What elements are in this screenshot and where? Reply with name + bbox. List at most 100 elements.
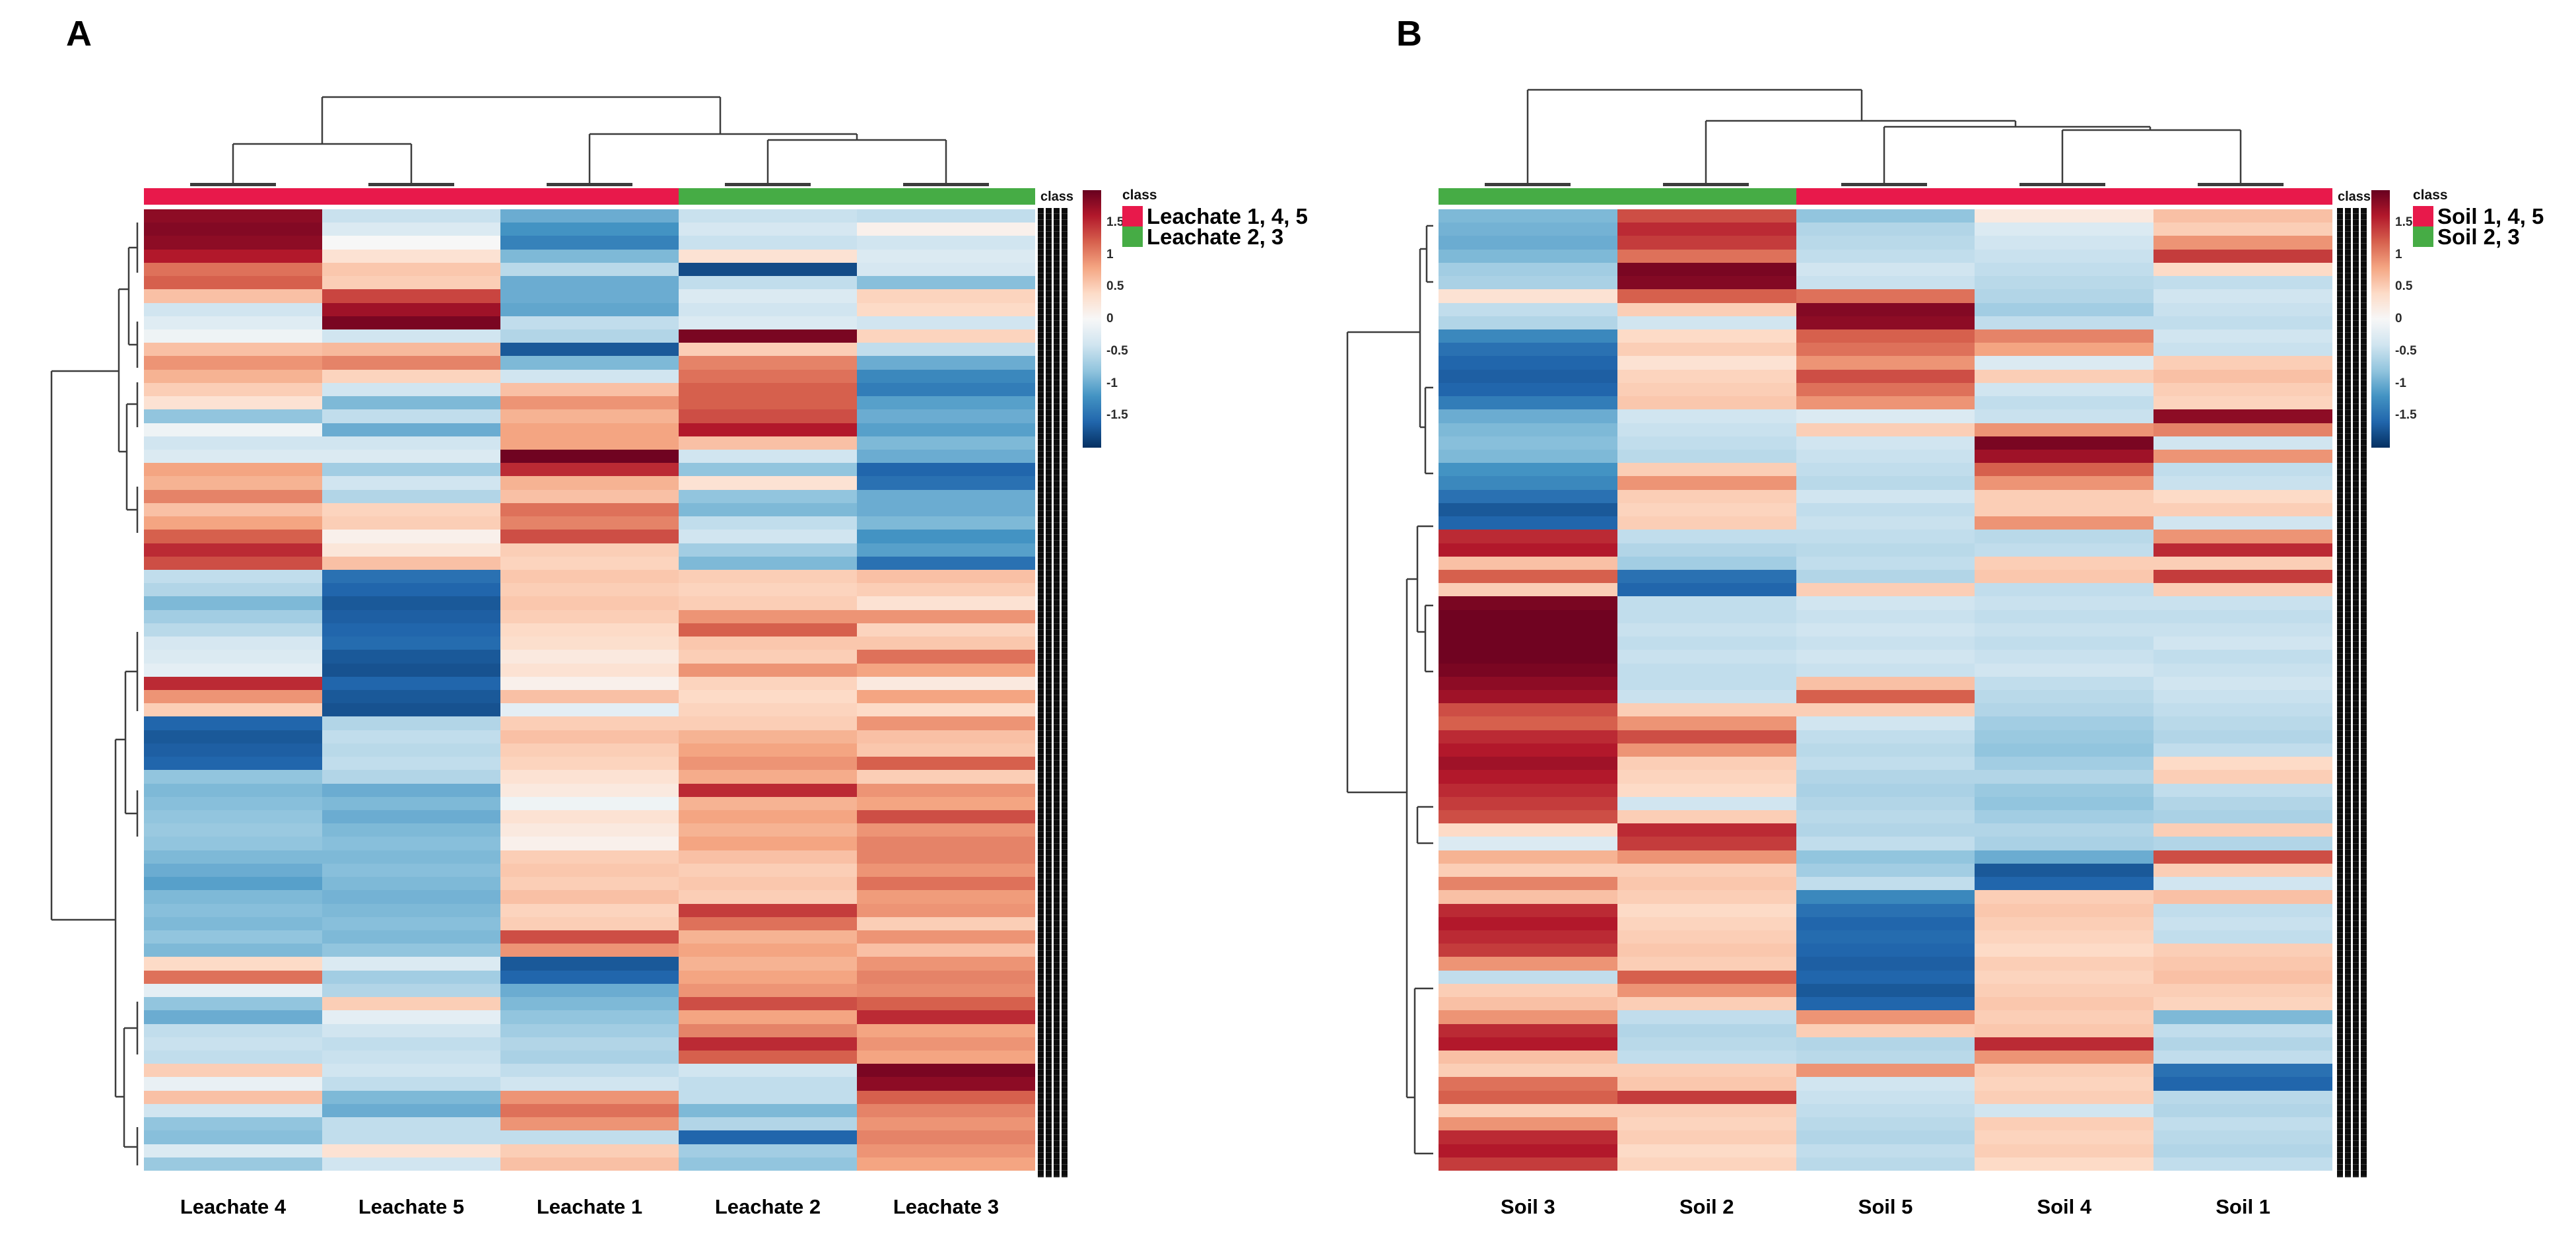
heatmap-cell: [1439, 1037, 1617, 1051]
heatmap-cell: [1439, 596, 1617, 610]
heatmap-cell: [679, 1010, 857, 1024]
class-annotation-bar-b: [1439, 188, 2332, 205]
heatmap-cell: [322, 623, 500, 637]
row-labels-bar: [2337, 208, 2343, 1177]
heatmap-cell: [144, 583, 322, 597]
heatmap-cell: [322, 236, 500, 250]
heatmap-cell: [679, 930, 857, 944]
heatmap-cell: [2153, 689, 2332, 704]
heatmap-cell: [144, 997, 322, 1011]
heatmap-cell: [322, 530, 500, 543]
heatmap-cell: [679, 997, 857, 1011]
heatmap-cell: [1975, 930, 2154, 944]
heatmap-cell: [857, 1037, 1035, 1051]
heatmap-cell: [1439, 382, 1617, 397]
heatmap-cell: [857, 289, 1035, 303]
heatmap-cell: [679, 1117, 857, 1131]
heatmap-cell: [500, 449, 679, 464]
heatmap-cell: [1975, 289, 2154, 303]
heatmap-cell: [1439, 783, 1617, 797]
colorbar-tick-label: 1.5: [1106, 215, 1124, 229]
heatmap-cell: [1975, 810, 2154, 824]
heatmap-cell: [1796, 209, 1975, 223]
heatmap-cell: [1617, 1090, 1796, 1104]
heatmap-cell: [1617, 637, 1796, 650]
class-legend-a: class Leachate 1, 4, 5 Leachate 2, 3: [1122, 188, 1308, 248]
heatmap-cell: [679, 663, 857, 677]
heatmap-cell: [857, 997, 1035, 1011]
heatmap-cell: [857, 316, 1035, 329]
heatmap-cell: [1796, 689, 1975, 704]
heatmap-cell: [2153, 1103, 2332, 1118]
heatmap-cell: [144, 623, 322, 637]
heatmap-cell: [1439, 556, 1617, 570]
colorbar-tick-label: 1: [1106, 247, 1114, 261]
legend-swatch-red: [2413, 206, 2433, 226]
heatmap-cell: [1975, 516, 2154, 530]
heatmap-cell: [1796, 783, 1975, 797]
heatmap-cell: [857, 770, 1035, 784]
heatmap-cell: [2153, 730, 2332, 743]
heatmap-cell: [1617, 1144, 1796, 1157]
heatmap-cell: [144, 423, 322, 436]
heatmap-cell: [857, 543, 1035, 557]
legend-item: Soil 2, 3: [2413, 226, 2544, 248]
heatmap-cell: [2153, 329, 2332, 343]
heatmap-cell: [1796, 916, 1975, 930]
heatmap-cell: [1617, 596, 1796, 610]
heatmap-cell: [857, 463, 1035, 477]
heatmap-cell: [1617, 302, 1796, 316]
heatmap-cell: [144, 944, 322, 957]
heatmap-cell: [322, 1077, 500, 1091]
heatmap-cell: [1617, 489, 1796, 503]
heatmap-cell: [322, 489, 500, 503]
heatmap-cell: [679, 770, 857, 784]
heatmap-cell: [679, 1077, 857, 1091]
heatmap-cell: [2153, 436, 2332, 450]
heatmap-cell: [1617, 770, 1796, 784]
heatmap-cell: [1975, 596, 2154, 610]
heatmap-cell: [500, 289, 679, 303]
heatmap-cell: [2153, 569, 2332, 584]
column-label: Leachate 2: [714, 1195, 821, 1218]
heatmap-cell: [144, 396, 322, 410]
heatmap-cell: [857, 329, 1035, 343]
heatmap-cell: [322, 223, 500, 236]
heatmap-cell: [144, 356, 322, 370]
heatmap-a: [144, 209, 1035, 1171]
heatmap-cell: [857, 436, 1035, 450]
heatmap-cell: [1439, 343, 1617, 357]
column-label: Leachate 5: [358, 1195, 465, 1218]
heatmap-cell: [322, 302, 500, 316]
heatmap-cell: [2153, 276, 2332, 290]
heatmap-cell: [500, 823, 679, 837]
heatmap-cell: [1975, 1130, 2154, 1144]
heatmap-cell: [679, 369, 857, 383]
heatmap-cell: [1439, 877, 1617, 891]
heatmap-cell: [1796, 356, 1975, 370]
class-bar-segment-green: [1617, 188, 1796, 205]
column-label: Leachate 1: [536, 1195, 643, 1218]
heatmap-cell: [1796, 236, 1975, 250]
heatmap-cell: [322, 463, 500, 477]
heatmap-cell: [322, 449, 500, 464]
heatmap-cell: [857, 783, 1035, 797]
heatmap-cell: [322, 810, 500, 824]
heatmap-cell: [322, 796, 500, 810]
heatmap-cell: [2153, 609, 2332, 623]
heatmap-cell: [2153, 930, 2332, 944]
heatmap-cell: [1617, 716, 1796, 730]
heatmap-cell: [500, 716, 679, 730]
heatmap-cell: [2153, 516, 2332, 530]
heatmap-cell: [1617, 1023, 1796, 1037]
heatmap-cell: [1439, 850, 1617, 864]
heatmap-cell: [1796, 890, 1975, 904]
heatmap-cell: [1617, 1064, 1796, 1078]
heatmap-cell: [144, 302, 322, 316]
heatmap-cell: [144, 877, 322, 891]
heatmap-cell: [144, 556, 322, 570]
heatmap-cell: [679, 409, 857, 423]
heatmap-cell: [1617, 502, 1796, 517]
heatmap-cell: [1617, 262, 1796, 277]
heatmap-cell: [1617, 1117, 1796, 1131]
